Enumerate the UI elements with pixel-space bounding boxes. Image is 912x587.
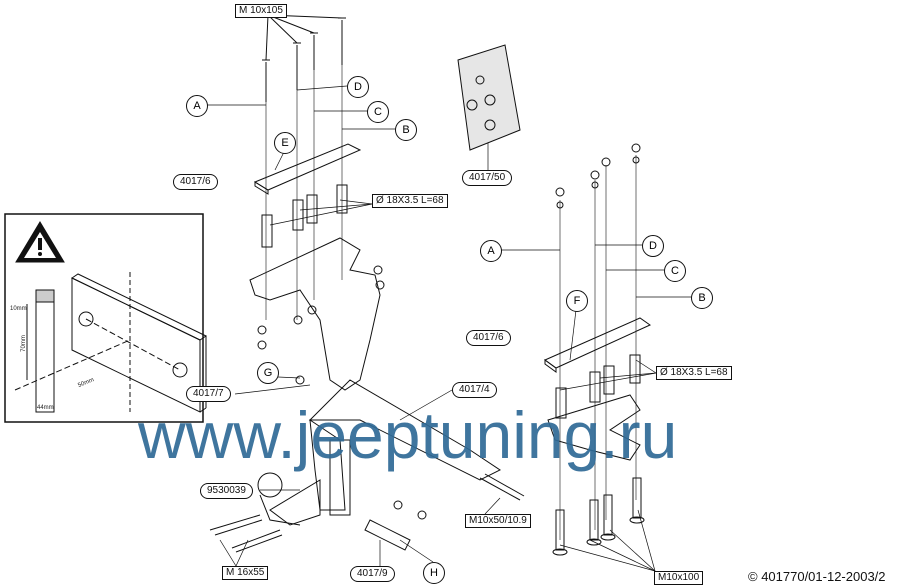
label-plate-bottom: 4017/9 xyxy=(350,566,395,582)
label-bolt-bottom: M10x100 xyxy=(654,571,704,585)
callout-d: D xyxy=(347,76,369,98)
copyright: © 401770/01-12-2003/2 xyxy=(748,569,886,584)
label-bracket: 4017/7 xyxy=(186,386,231,402)
leader-lines xyxy=(206,85,691,572)
dim-44mm: 44mm xyxy=(37,405,54,411)
label-bolt-top: M 10x105 xyxy=(235,4,287,18)
callout-d-right: D xyxy=(642,235,664,257)
plate-e xyxy=(253,143,362,191)
callout-a: A xyxy=(186,95,208,117)
label-plate-left: 4017/6 xyxy=(173,174,218,190)
watermark: www.jeeptuning.ru xyxy=(138,398,678,472)
callout-b-right: B xyxy=(691,287,713,309)
callout-e: E xyxy=(274,132,296,154)
callout-g: G xyxy=(257,362,279,384)
label-spacer-right: Ø 18X3.5 L=68 xyxy=(656,366,732,380)
callout-c-right: C xyxy=(664,260,686,282)
warning-inset xyxy=(4,213,208,423)
kit-photo xyxy=(457,44,521,151)
label-towball: 9530039 xyxy=(200,483,253,499)
bolts-bottom xyxy=(552,477,645,556)
bolts-top-left xyxy=(262,14,346,320)
nuts xyxy=(257,265,385,385)
label-plate-right: 4017/6 xyxy=(466,330,511,346)
callout-b: B xyxy=(395,119,417,141)
callout-h: H xyxy=(423,562,445,584)
callout-a-right: A xyxy=(480,240,502,262)
callout-c: C xyxy=(367,101,389,123)
label-bolt-ball: M 16x55 xyxy=(222,566,269,580)
label-spacer-left: Ø 18X3.5 L=68 xyxy=(372,194,448,208)
label-crossbar: 4017/4 xyxy=(452,382,497,398)
dim-10mm: 10mm xyxy=(10,306,27,312)
label-kit-photo: 4017/50 xyxy=(462,170,513,186)
label-bolt-mid: M10x50/10.9 xyxy=(465,514,531,528)
dim-70mm: 70mm xyxy=(20,335,27,352)
callout-f: F xyxy=(566,290,588,312)
